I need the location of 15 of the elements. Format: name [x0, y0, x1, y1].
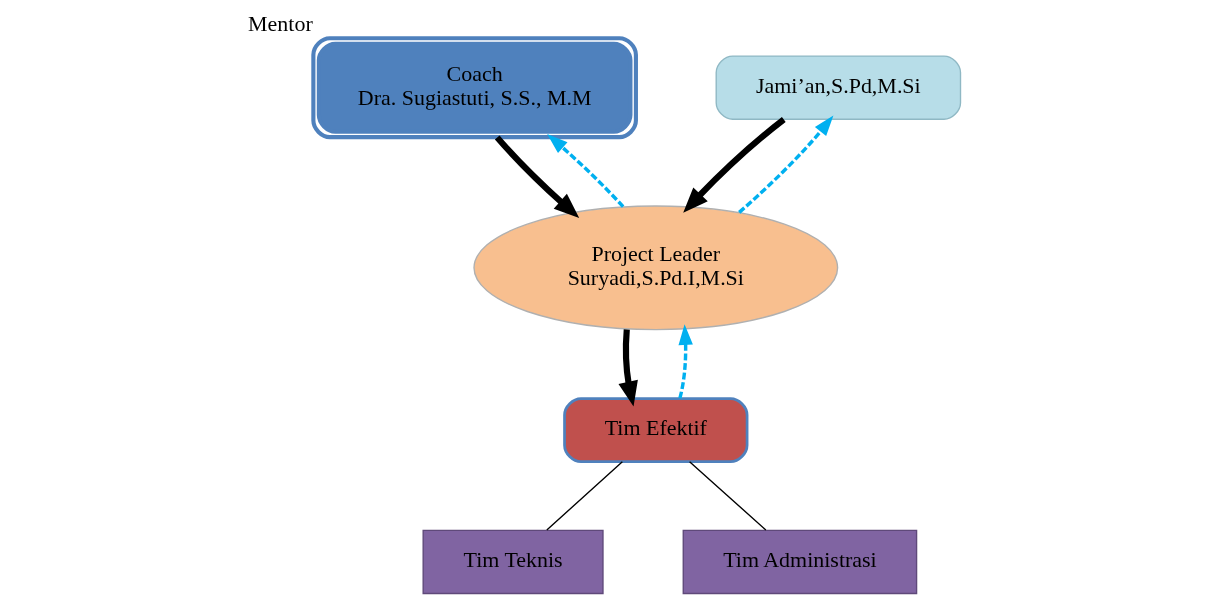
arrow	[678, 324, 693, 399]
arrow	[618, 329, 638, 407]
arrow	[683, 117, 786, 213]
connector	[688, 461, 767, 531]
node-label: Mentor	[248, 11, 313, 37]
arrow	[547, 134, 625, 208]
node-box: Coach Dra. Sugiastuti, S.S., M.M	[311, 36, 638, 140]
arrow	[494, 135, 580, 218]
connector	[546, 461, 624, 531]
node-ellipse: Project Leader Suryadi,S.Pd.I,M.Si	[473, 205, 839, 331]
node-box: Jami’an,S.Pd,M.Si	[715, 55, 962, 120]
node-box: Tim Efektif	[563, 397, 749, 464]
node-box: Tim Teknis	[422, 529, 604, 595]
arrow	[738, 115, 834, 214]
node-box: Tim Administrasi	[682, 529, 918, 595]
